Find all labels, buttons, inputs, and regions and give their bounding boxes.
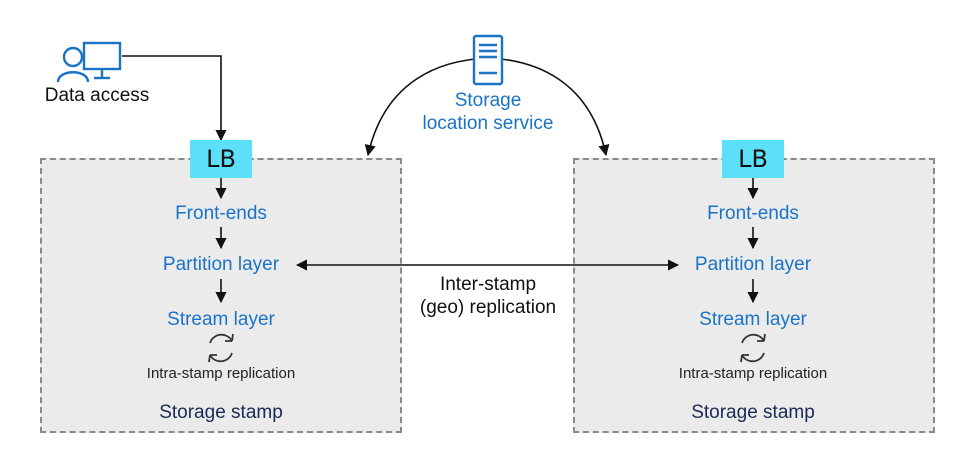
data-access-label: Data access [44, 85, 150, 106]
inter-stamp-label-line1: Inter-stamp [439, 274, 537, 295]
storage-stamp-right [573, 158, 935, 433]
front-ends-left: Front-ends [175, 203, 267, 224]
stream-layer-left: Stream layer [167, 309, 275, 330]
partition-layer-right: Partition layer [694, 254, 812, 275]
intra-stamp-replication-left: Intra-stamp replication [146, 365, 296, 382]
storage-stamp-title-left: Storage stamp [159, 402, 283, 423]
load-balancer-left: LB [190, 140, 252, 178]
inter-stamp-label-line2: (geo) replication [419, 297, 557, 318]
stream-layer-right: Stream layer [699, 309, 807, 330]
storage-stamp-title-right: Storage stamp [691, 402, 815, 423]
server-icon [472, 34, 504, 86]
location-service-label-line1: Storage [454, 90, 522, 111]
storage-stamp-left [40, 158, 402, 433]
load-balancer-right: LB [722, 140, 784, 178]
front-ends-right: Front-ends [707, 203, 799, 224]
location-service-label-line2: location service [422, 113, 554, 134]
intra-stamp-replication-right: Intra-stamp replication [678, 365, 828, 382]
user-computer-icon [56, 41, 122, 83]
partition-layer-left: Partition layer [162, 254, 280, 275]
